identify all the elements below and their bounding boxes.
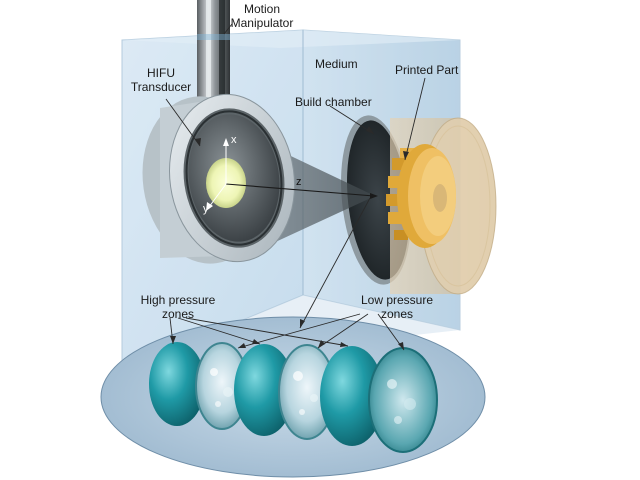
label-high-pressure-zones: High pressure zones [128, 293, 228, 321]
high-pressure-zone-1 [149, 342, 205, 426]
motion-manipulator-rod [197, 0, 230, 102]
leader-focus-to-zones [299, 197, 371, 329]
label-low-pressure-line2: zones [380, 307, 414, 321]
label-hifu-line2: Transducer [130, 80, 192, 94]
leader-printed-part [404, 77, 426, 161]
label-printed-part: Printed Part [395, 63, 459, 77]
label-high-pressure-line1: High pressure [140, 293, 216, 307]
leader-motion-manipulator [223, 23, 233, 35]
label-hifu-transducer: HIFU Transducer [122, 66, 200, 94]
leader-low-1 [237, 313, 361, 349]
label-low-pressure-line1: Low pressure [360, 293, 434, 307]
leader-build-chamber [329, 105, 375, 135]
leader-high-2 [177, 317, 261, 345]
high-pressure-zone-2 [234, 344, 294, 436]
pressure-zones [149, 342, 438, 453]
axis-label-x: x [231, 134, 237, 146]
label-motion-manipulator-line2: Manipulator [230, 16, 294, 30]
printed-part-gear [386, 144, 456, 248]
label-motion-manipulator-line1: Motion [243, 2, 281, 16]
axis-label-z: z [296, 176, 302, 188]
leader-arrowheads [170, 126, 409, 350]
high-pressure-zone-3 [320, 346, 384, 446]
label-build-chamber: Build chamber [295, 95, 372, 109]
leader-low-2 [317, 313, 369, 349]
axis-label-y: y [203, 203, 209, 215]
label-low-pressure-zones: Low pressure zones [347, 293, 447, 321]
coordinate-axes [206, 138, 378, 211]
label-hifu-line1: HIFU [147, 66, 175, 80]
label-high-pressure-line2: zones [161, 307, 195, 321]
hifu-transducer [142, 93, 295, 264]
low-pressure-zone-3 [368, 347, 438, 453]
label-motion-manipulator: Motion Manipulator [222, 2, 302, 30]
label-medium: Medium [315, 57, 358, 71]
leader-hifu-transducer [165, 98, 201, 147]
